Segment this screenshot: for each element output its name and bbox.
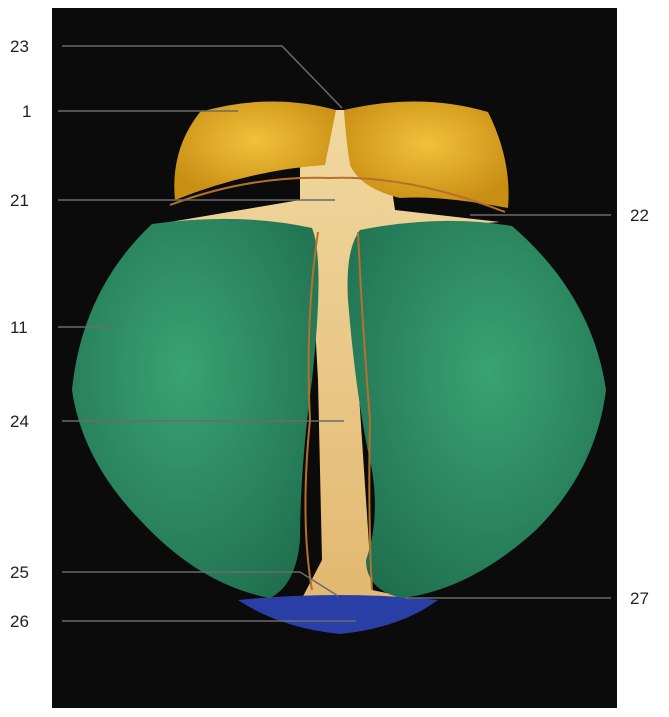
label-26: 26 — [10, 612, 29, 631]
label-1: 1 — [22, 102, 31, 121]
label-21: 21 — [10, 191, 29, 210]
label-11: 11 — [10, 318, 28, 337]
label-23: 23 — [10, 37, 29, 56]
label-22: 22 — [630, 206, 649, 225]
label-24: 24 — [10, 412, 29, 431]
label-25: 25 — [10, 563, 29, 582]
label-27: 27 — [630, 589, 649, 608]
